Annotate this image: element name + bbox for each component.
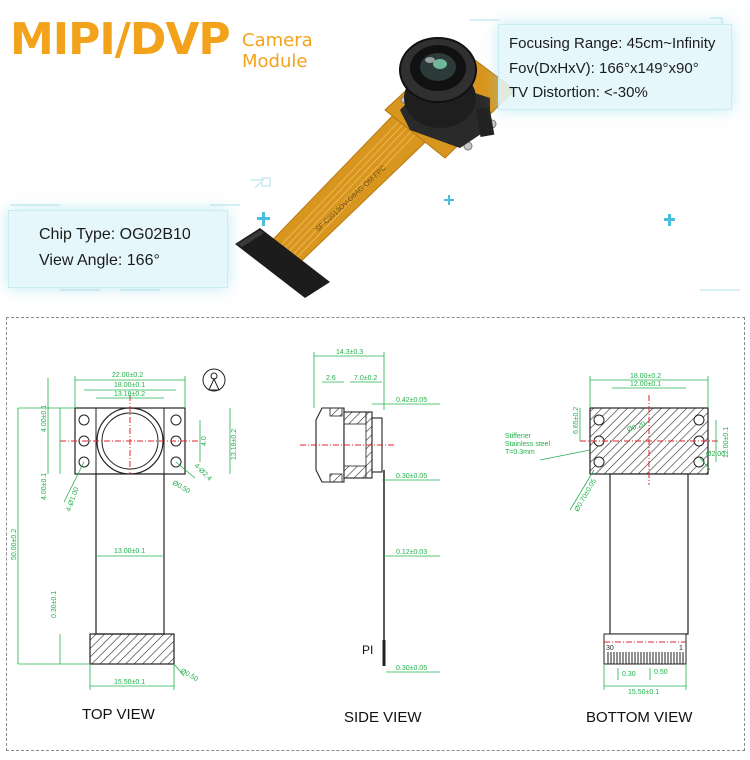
top-dim-2: 18.00±0.1 bbox=[114, 382, 145, 389]
top-dim-4: 4.00±0.1 bbox=[41, 405, 48, 432]
spec-fov: Fov(DxHxV): 166°x149°x90° bbox=[509, 60, 699, 77]
side-dim-6: 0.12±0.03 bbox=[396, 549, 427, 556]
bottom-dim-8: 0.30 bbox=[622, 671, 636, 678]
bottom-dim-4: 12.00±0.1 bbox=[723, 427, 730, 458]
pin-marker-icon bbox=[202, 368, 226, 392]
bottom-view-label: BOTTOM VIEW bbox=[586, 709, 693, 726]
top-dim-7: 4.0 bbox=[201, 436, 208, 446]
product-illustration: SF-C2013OV-G8AG-OM-FPC bbox=[10, 17, 740, 298]
bottom-dim-5: Ø2.00 bbox=[706, 451, 725, 458]
fpc-ribbon bbox=[235, 107, 441, 298]
spec-tv-distortion: TV Distortion: <-30% bbox=[509, 84, 648, 101]
side-dim-3: 7.0±0.2 bbox=[354, 375, 377, 382]
side-view-label: SIDE VIEW bbox=[344, 709, 422, 726]
top-dim-1: 22.00±0.2 bbox=[112, 372, 143, 379]
top-dim-15: Ø0.50 bbox=[179, 668, 199, 684]
side-dim-5: 0.30±0.05 bbox=[396, 473, 427, 480]
pin-label-right: 1 bbox=[679, 645, 683, 652]
bottom-dim-3: 6.65±0.2 bbox=[573, 407, 580, 434]
spec-box-chip: Chip Type: OG02B10 View Angle: 166° bbox=[8, 210, 228, 288]
spec-view-angle: View Angle: 166° bbox=[39, 252, 160, 269]
spec-box-optics: Focusing Range: 45cm~Infinity Fov(DxHxV)… bbox=[498, 24, 732, 110]
pin-label-left: 30 bbox=[606, 645, 614, 652]
title-main: MIPI/DVP bbox=[10, 14, 231, 65]
bottom-dim-10: 15.50±0.1 bbox=[628, 689, 659, 696]
title-sub-line2: Module bbox=[242, 51, 308, 72]
side-dim-2: 2.6 bbox=[326, 375, 336, 382]
hero-section: MIPI/DVP Camera Module bbox=[0, 0, 750, 310]
stiffener-label-3: T=0.3mm bbox=[505, 449, 535, 456]
top-view-label: TOP VIEW bbox=[82, 706, 155, 723]
title-sub-line1: Camera bbox=[242, 30, 313, 51]
technical-drawing-frame bbox=[6, 317, 745, 751]
stiffener-label-1: Stiffener bbox=[505, 433, 532, 440]
top-dim-5: 4.00±0.1 bbox=[41, 473, 48, 500]
bottom-dim-1: 18.00±0.2 bbox=[630, 373, 661, 380]
top-dim-10: Ø0.50 bbox=[171, 480, 191, 496]
top-dim-3: 13.18±0.2 bbox=[114, 391, 145, 398]
side-pi-label: PI bbox=[362, 643, 373, 657]
top-dim-6: 4-Ø1.00 bbox=[65, 486, 80, 512]
bottom-view-drawing: 18.00±0.2 12.00±0.1 6.65±0.2 12.00±0.1 Ø… bbox=[505, 373, 730, 696]
top-dim-9: 4-Ø2.4 bbox=[193, 462, 213, 482]
spec-focusing-range: Focusing Range: 45cm~Infinity bbox=[509, 35, 716, 52]
spec-chip-type: Chip Type: OG02B10 bbox=[39, 226, 191, 243]
top-dim-14: 15.50±0.1 bbox=[114, 679, 145, 686]
stiffener-label-2: Stainless steel bbox=[505, 441, 551, 448]
top-dim-12: 13.00±0.1 bbox=[114, 548, 145, 555]
top-view-drawing: 22.00±0.2 18.00±0.1 13.18±0.2 4.00±0.1 4… bbox=[11, 368, 238, 690]
side-view-drawing: 14.3±0.3 2.6 7.0±0.2 0.42±0.05 0.30±0.05… bbox=[300, 349, 440, 673]
top-dim-8: 13.18±0.2 bbox=[231, 429, 238, 460]
camera-board bbox=[384, 37, 516, 159]
top-dim-11: 50.00±0.2 bbox=[11, 529, 18, 560]
bottom-dim-2: 12.00±0.1 bbox=[630, 381, 661, 388]
bottom-dim-9: 0.50 bbox=[654, 669, 668, 676]
side-dim-4: 0.42±0.05 bbox=[396, 397, 427, 404]
side-dim-7: 0.30±0.05 bbox=[396, 665, 427, 672]
side-dim-1: 14.3±0.3 bbox=[336, 349, 363, 356]
top-dim-13: 0.30±0.1 bbox=[51, 591, 58, 618]
